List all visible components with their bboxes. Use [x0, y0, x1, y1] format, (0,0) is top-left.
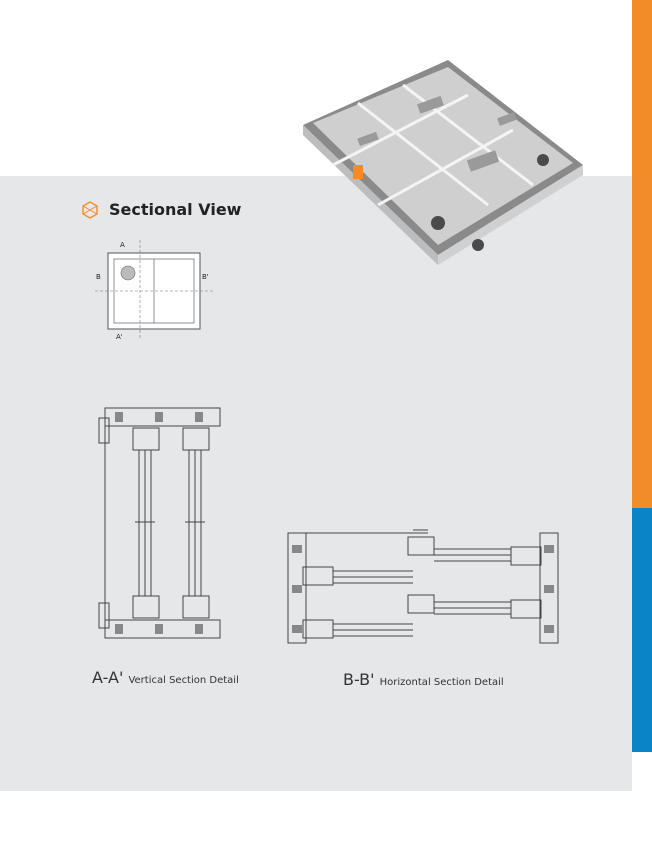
horizontal-section-caption: B-B' Horizontal Section Detail	[343, 670, 504, 689]
vertical-section-drawing	[98, 407, 221, 639]
section-heading: Sectional View	[81, 200, 241, 219]
key-label-a: A	[120, 241, 125, 249]
key-label-b-prime: B'	[202, 273, 209, 281]
vertical-section-text: Vertical Section Detail	[128, 675, 239, 686]
vertical-section-code: A-A'	[92, 668, 124, 687]
horizontal-section-text: Horizontal Section Detail	[379, 677, 504, 688]
horizontal-section-drawing	[287, 529, 559, 644]
key-label-a-prime: A'	[116, 333, 123, 341]
section-title: Sectional View	[109, 200, 242, 219]
section-tab-orange	[632, 0, 652, 508]
horizontal-section-code: B-B'	[343, 670, 375, 689]
vertical-section-caption: A-A' Vertical Section Detail	[92, 668, 239, 687]
hexagon-icon	[82, 200, 98, 219]
floorplan-3d-illustration	[303, 60, 583, 265]
key-label-b: B	[96, 273, 101, 281]
section-tab-blue	[632, 508, 652, 752]
key-plan-diagram: A A' B B'	[95, 240, 215, 341]
